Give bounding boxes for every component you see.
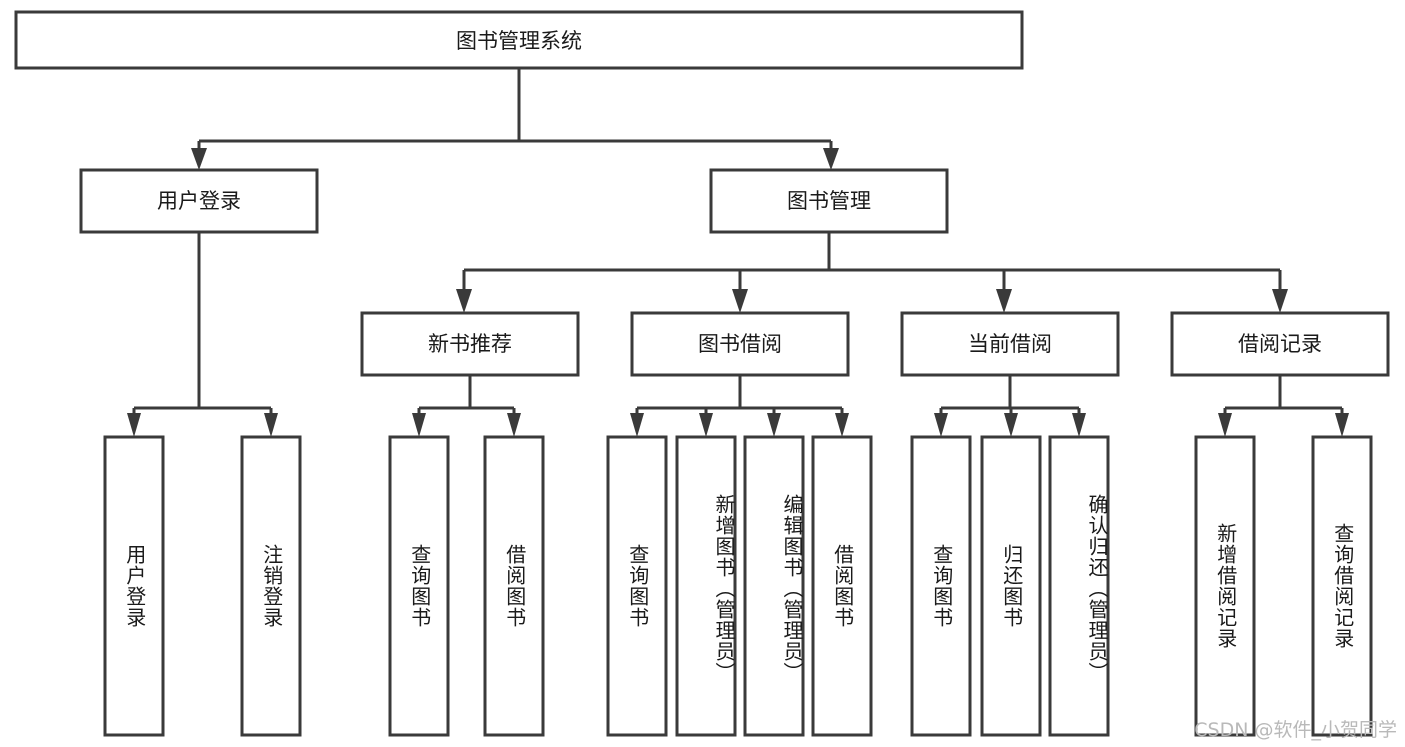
node-root[interactable]: 图书管理系统: [14, 10, 1024, 70]
node-leaf-logout-box[interactable]: [240, 435, 302, 737]
arrow-head-borrow-record: [1272, 289, 1288, 313]
node-borrow-record-label: 借阅记录: [1238, 332, 1322, 356]
node-leaf-query-book-cb-box[interactable]: [910, 435, 972, 737]
node-user-login[interactable]: 用户登录: [79, 168, 319, 234]
node-book-manage[interactable]: 图书管理: [709, 168, 949, 234]
connector-group-root-to-level2: [191, 68, 839, 170]
leaf-box-group: [103, 435, 1373, 737]
node-book-borrow-box[interactable]: [630, 311, 850, 377]
connector-group-userlogin-to-leaves: [127, 232, 278, 437]
arrow-head-leaf-return-book: [1004, 413, 1018, 437]
node-book-manage-box[interactable]: [709, 168, 949, 234]
node-leaf-confirm-return-box[interactable]: [1048, 435, 1110, 737]
node-new-book-rec-box[interactable]: [360, 311, 580, 377]
node-new-book-rec[interactable]: 新书推荐: [360, 311, 580, 377]
node-book-manage-label: 图书管理: [787, 189, 871, 213]
arrow-head-user-login: [191, 148, 207, 170]
arrow-head-leaf-add-book: [699, 413, 713, 437]
arrow-head-leaf-edit-book: [767, 413, 781, 437]
arrow-head-book-borrow: [732, 289, 748, 313]
arrow-head-leaf-query-book-new: [412, 413, 426, 437]
arrow-head-leaf-query-record: [1335, 413, 1349, 437]
arrow-head-leaf-user-login: [127, 413, 141, 437]
node-root-label: 图书管理系统: [456, 29, 582, 53]
arrow-head-leaf-query-book-cb: [934, 413, 948, 437]
node-new-book-rec-label: 新书推荐: [428, 332, 512, 356]
arrow-head-leaf-confirm-return: [1072, 413, 1086, 437]
node-borrow-record[interactable]: 借阅记录: [1170, 311, 1390, 377]
node-leaf-add-record-box[interactable]: [1194, 435, 1256, 737]
connector-group-borrowrecord-to-leaves: [1218, 375, 1349, 437]
node-leaf-return-book-box[interactable]: [980, 435, 1042, 737]
arrow-head-leaf-logout: [264, 413, 278, 437]
arrow-head-leaf-borrow-book-bb: [835, 413, 849, 437]
connector-group-newbookrec-to-leaves: [412, 375, 521, 437]
node-book-borrow-label: 图书借阅: [698, 332, 782, 356]
arrow-head-new-book-rec: [456, 289, 472, 313]
node-leaf-add-book-box[interactable]: [675, 435, 737, 737]
arrow-head-leaf-borrow-book-new: [507, 413, 521, 437]
node-current-borrow[interactable]: 当前借阅: [900, 311, 1120, 377]
csdn-watermark: CSDN @软件_小贺同学: [1194, 719, 1397, 741]
arrow-head-leaf-query-book-bb: [630, 413, 644, 437]
node-leaf-edit-book-box[interactable]: [743, 435, 805, 737]
node-borrow-record-box[interactable]: [1170, 311, 1390, 377]
connector-group-bookmanage-to-level3: [456, 232, 1288, 313]
node-leaf-query-record-box[interactable]: [1311, 435, 1373, 737]
node-book-borrow[interactable]: 图书借阅: [630, 311, 850, 377]
connector-group-currentborrow-to-leaves: [934, 375, 1086, 437]
arrow-head-leaf-add-record: [1218, 413, 1232, 437]
node-leaf-query-book-bb-box[interactable]: [606, 435, 668, 737]
node-current-borrow-box[interactable]: [900, 311, 1120, 377]
node-root-box[interactable]: [14, 10, 1024, 70]
node-leaf-borrow-book-bb-box[interactable]: [811, 435, 873, 737]
arrow-head-current-borrow: [996, 289, 1012, 313]
node-leaf-query-book-new-box[interactable]: [388, 435, 450, 737]
connector-group-bookborrow-to-leaves: [630, 375, 849, 437]
node-current-borrow-label: 当前借阅: [968, 332, 1052, 356]
node-user-login-box[interactable]: [79, 168, 319, 234]
arrow-head-book-manage: [823, 148, 839, 170]
node-leaf-borrow-book-new-box[interactable]: [483, 435, 545, 737]
node-leaf-user-login-box[interactable]: [103, 435, 165, 737]
node-user-login-label: 用户登录: [157, 189, 241, 213]
